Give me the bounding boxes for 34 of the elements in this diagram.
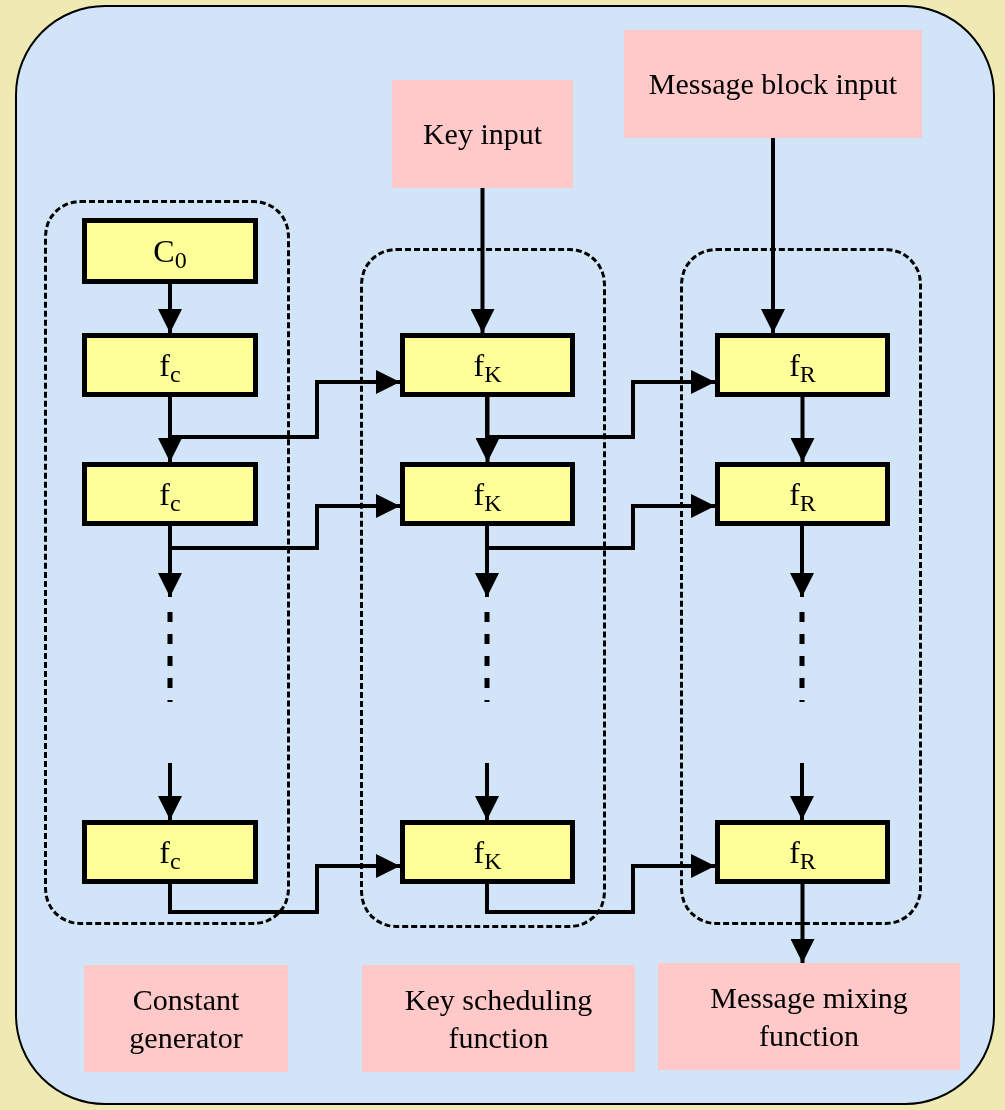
arrow (168, 494, 400, 550)
arrow (475, 763, 499, 820)
function-box: f$_{R}$ (715, 462, 890, 526)
function-box: f$_{K}$ (400, 462, 575, 526)
function-box: f$_{c}$ (82, 820, 258, 884)
function-box: C$_{0}$ (82, 218, 258, 284)
function-box: f$_{K}$ (400, 820, 575, 884)
arrow (470, 188, 495, 333)
function-box: f$_{c}$ (82, 462, 258, 526)
dashed-group-outline (44, 200, 290, 925)
function-box: f$_{R}$ (715, 333, 890, 397)
arrow (485, 370, 715, 439)
label-box: Key input (392, 80, 573, 188)
arrow (790, 763, 814, 820)
label-box: Constant generator (84, 965, 288, 1072)
label-box: Key scheduling function (362, 965, 635, 1072)
arrow (790, 526, 814, 597)
label-box: Message mixing function (658, 963, 960, 1070)
function-box: f$_{R}$ (715, 820, 890, 884)
arrow (168, 854, 400, 914)
dashed-group-outline (360, 248, 606, 928)
arrow (761, 138, 785, 333)
arrow (790, 884, 815, 963)
arrow (790, 397, 815, 462)
function-box: f$_{c}$ (82, 333, 258, 397)
arrow (475, 397, 500, 462)
arrow (485, 494, 715, 550)
arrow (158, 763, 182, 820)
dashed-group-outline (680, 248, 922, 925)
label-box: Message block input (624, 30, 922, 138)
arrow (158, 284, 182, 333)
arrow (485, 854, 715, 914)
function-box: f$_{K}$ (400, 333, 575, 397)
arrow (168, 370, 400, 439)
